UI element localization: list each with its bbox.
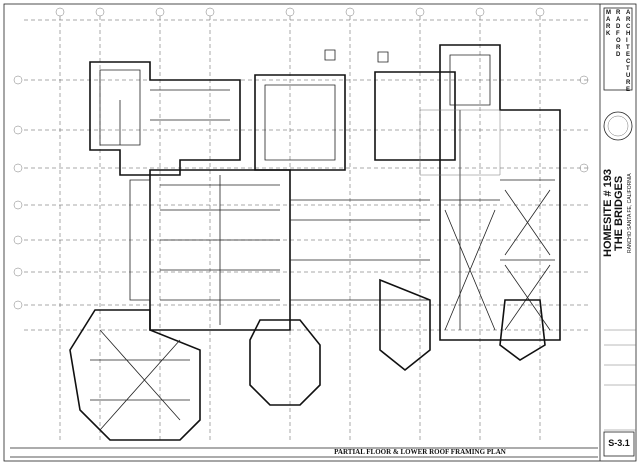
firm-name-1: M A R K xyxy=(606,10,611,37)
sheet-number-box xyxy=(603,431,635,457)
grid-lines xyxy=(24,16,590,440)
left-wing-plan xyxy=(69,61,321,441)
firm-name-2: R A D F O R D xyxy=(616,10,621,58)
firm-name-3: A R C H I T E C T U R E xyxy=(626,10,631,93)
architect-seal xyxy=(603,111,633,141)
center-plan xyxy=(254,49,456,372)
project-location: RANCHO SANTA FE, CALIFORNIA xyxy=(627,173,633,253)
sheet-border xyxy=(3,3,637,462)
right-wing-plan xyxy=(419,44,561,361)
drawing-title: PARTIAL FLOOR & LOWER ROOF FRAMING PLAN xyxy=(334,448,506,456)
project-subtitle: THE BRIDGES xyxy=(613,175,625,251)
firm-logo-box xyxy=(603,7,633,91)
firm-logo: M A R K R A D F O R D A R C H I T E C T … xyxy=(606,10,632,94)
sheet-number: S-3.1 xyxy=(608,438,630,448)
grid-bubbles xyxy=(13,7,589,310)
